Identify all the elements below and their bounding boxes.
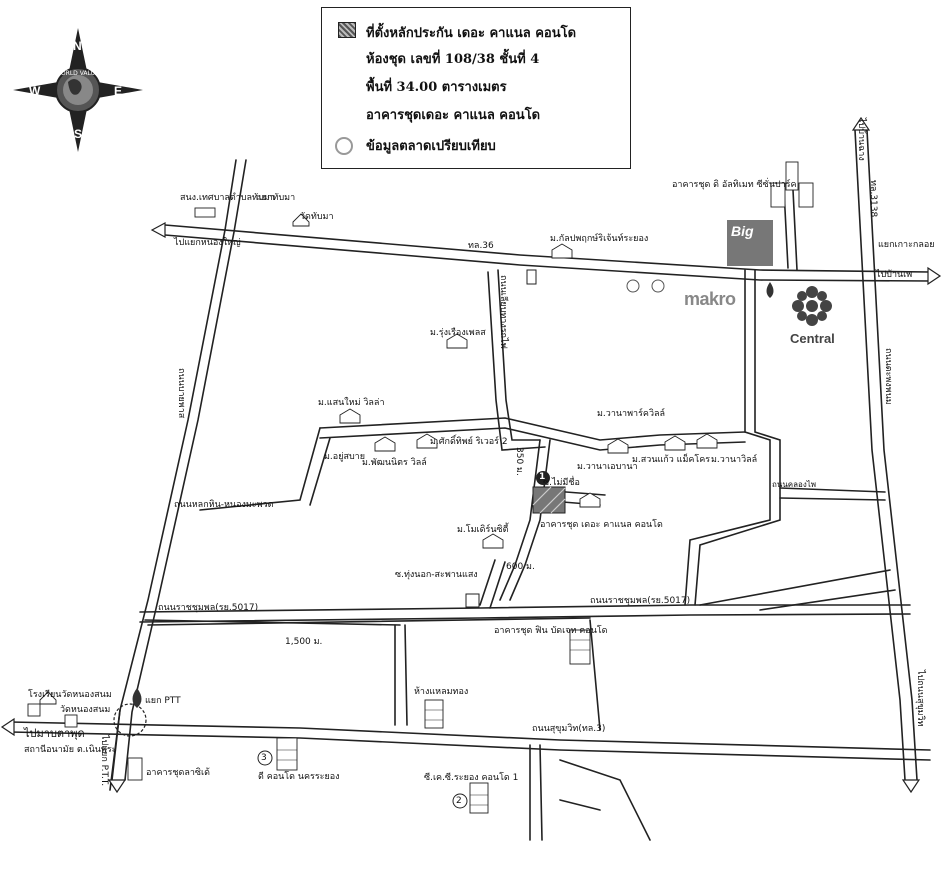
place-pattanawit: ม.พัฒนนิตร วิลล์ — [362, 458, 427, 468]
label-ratchadamnoen-west: ถนนราชชุมพล(รย.5017) — [158, 603, 259, 613]
compass-west: W — [29, 84, 41, 98]
big-c-logo: Big — [727, 220, 773, 266]
place-ultimate-condo: อาคารชุด ดิ อัลทิเมท ซีซั่นปาร์ค — [672, 180, 797, 190]
place-rungruang: ม.รุ่งเรืองเพลส — [430, 328, 486, 338]
highway-3138-road — [854, 129, 906, 781]
compass-ring-text: WORLD VALUATION — [55, 70, 114, 77]
place-saenhai: ม.แสนใหม่ วิลล่า — [318, 398, 385, 408]
distance-350: 350 ม. — [514, 447, 524, 476]
label-sukhumvit: ถนนสุขุมวิท(ทล.3) — [532, 724, 606, 734]
makro-logo: makro — [684, 289, 736, 309]
central-label: Central — [790, 331, 835, 346]
dir-top-left: ไปแยกหนองใหญ่ — [174, 238, 241, 248]
place-school-left: โรงเรียนวัดหนองสนม — [28, 690, 112, 700]
label-ratchadamnoen-east: ถนนราชชุมพล(รย.5017) — [590, 596, 691, 606]
place-d-condo: ดี คอนโด นครระยอง — [258, 772, 340, 782]
junction-ptt: แยก PTT — [145, 696, 181, 706]
place-kalapapruek: ม.กัลปพฤกษ์ริเจ้นท์ระยอง — [550, 234, 649, 244]
place-health-station: สถานีอนามัย ต.เนินพระ — [24, 745, 117, 755]
place-laemthong: ห้างแหลมทอง — [414, 687, 469, 697]
arrow-west-top-icon — [150, 221, 166, 239]
distance-1500: 1,500 ม. — [285, 637, 323, 647]
legend-subject-label: ที่ตั้งหลักประกัน เดอะ คาแนล คอนโด — [366, 26, 577, 41]
dir-map-ta-phut: ไปมาบตาพุด — [24, 727, 85, 740]
place-saksit: ม.ศักดิ์ทิพย์ ริเวอร์ 2 — [430, 437, 508, 447]
label-highway-36: ทล.36 — [468, 241, 494, 251]
arrow-east-right-icon — [927, 266, 942, 286]
legend-comparable-label: ข้อมูลตลาดเปรียบเทียบ — [366, 139, 496, 154]
junction-tabma: แยกทับมา — [256, 193, 296, 203]
building-icons — [27, 161, 814, 814]
place-municipal-office: สนง.เทศบาลตำบลทับมา — [180, 193, 275, 203]
arrow-south-right-icon — [901, 779, 921, 794]
central-logo-icon — [792, 286, 832, 326]
place-subject-condo: อาคารชุด เดอะ คาแนล คอนโด — [540, 520, 663, 530]
arrow-west-left-icon — [0, 717, 15, 737]
legend-area-line: พื้นที่ 34.00 ตารางเมตร — [366, 80, 507, 95]
label-soi-thungnok: ซ.ทุ่งนอก-สะพานแสง — [395, 570, 478, 580]
bypass-road — [111, 159, 237, 781]
compass-icon: N S W E — [13, 28, 143, 152]
label-bypass: ถนนบายพาส — [176, 368, 186, 419]
highway-36-road — [164, 224, 931, 273]
place-lasida-condo: อาคารชุดลาซิเด้ — [146, 768, 210, 778]
ratchadamnoen-road — [139, 604, 911, 613]
marker-subject-number: 1 — [539, 472, 546, 482]
dir-ptt-south: ไปแยก P.T.T. — [99, 735, 109, 787]
place-vanavill: ม.วานาวิลล์ — [711, 455, 758, 465]
comparable-marker-3 — [257, 750, 273, 766]
label-highway-3138: ทล.3138 — [868, 180, 878, 218]
label-soi-kasem: ซ.ไม่มีชื่อ — [543, 478, 580, 488]
place-temple-left: วัดหนองสนม — [60, 705, 111, 715]
label-nongmaprang: ถนนหลกหิน-หนองมะพวด — [174, 500, 274, 510]
place-temple-tabma: วัดทับมา — [300, 212, 334, 222]
nongmaprang-road — [319, 417, 746, 441]
central-road — [497, 269, 541, 441]
label-tapong: ถนนตะพงพนม — [883, 348, 893, 405]
label-side-road-east: ถนนคลองไพ — [772, 480, 817, 489]
marker-comparable-3-number: 3 — [261, 753, 267, 763]
place-vana-a: ม.วานาเอบานา — [577, 462, 638, 472]
label-central-road: ถนนเลียบทางรถไฟ — [498, 275, 508, 349]
map-legend: ที่ตั้งหลักประกัน เดอะ คาแนล คอนโด ห้องช… — [321, 7, 631, 169]
dir-ban-chang: ไปบ้านฉาง — [856, 118, 866, 161]
comparable-marker-2 — [452, 793, 468, 809]
sukhumvit-road — [9, 721, 931, 751]
place-fin-condo: อาคารชุด ฟิน บัดเจท คอนโด — [494, 626, 608, 636]
place-suankaew: ม.สวนแก้ว แม็คโคร — [632, 455, 711, 465]
legend-building-line: อาคารชุดเดอะ คาแนล คอนโด — [366, 108, 541, 123]
compass-north: N — [73, 39, 82, 53]
place-vanaporn: ม.วานาพาร์ควิลล์ — [597, 409, 666, 419]
house-icons — [39, 213, 718, 705]
dir-sukhumvit-east: ไปถนนสุขุมวิท — [915, 670, 925, 727]
compass-east: E — [114, 84, 122, 98]
circle-icon — [335, 137, 353, 155]
place-ckc-condo: ซี.เค.ซี.ระยอง คอนโด 1 — [424, 773, 519, 783]
arrow-north-right-icon — [851, 116, 871, 131]
arrow-south-left-icon — [107, 779, 127, 794]
dir-klaeng: ไปบ้านเพ — [876, 270, 913, 280]
dir-junction-right: แยกเกาะกลอย — [878, 240, 935, 250]
compass-south: S — [74, 127, 82, 141]
place-modern: ม.โมเดิร์นซิตี้ — [457, 525, 509, 535]
place-yusabai: ม.อยู่สบาย — [324, 452, 366, 462]
legend-unit-line: ห้องชุด เลขที่ 108/38 ชั้นที่ 4 — [366, 52, 540, 67]
hatched-square-icon — [338, 22, 356, 38]
distance-600: 600 ม. — [506, 562, 535, 572]
marker-comparable-2-number: 2 — [456, 796, 462, 806]
